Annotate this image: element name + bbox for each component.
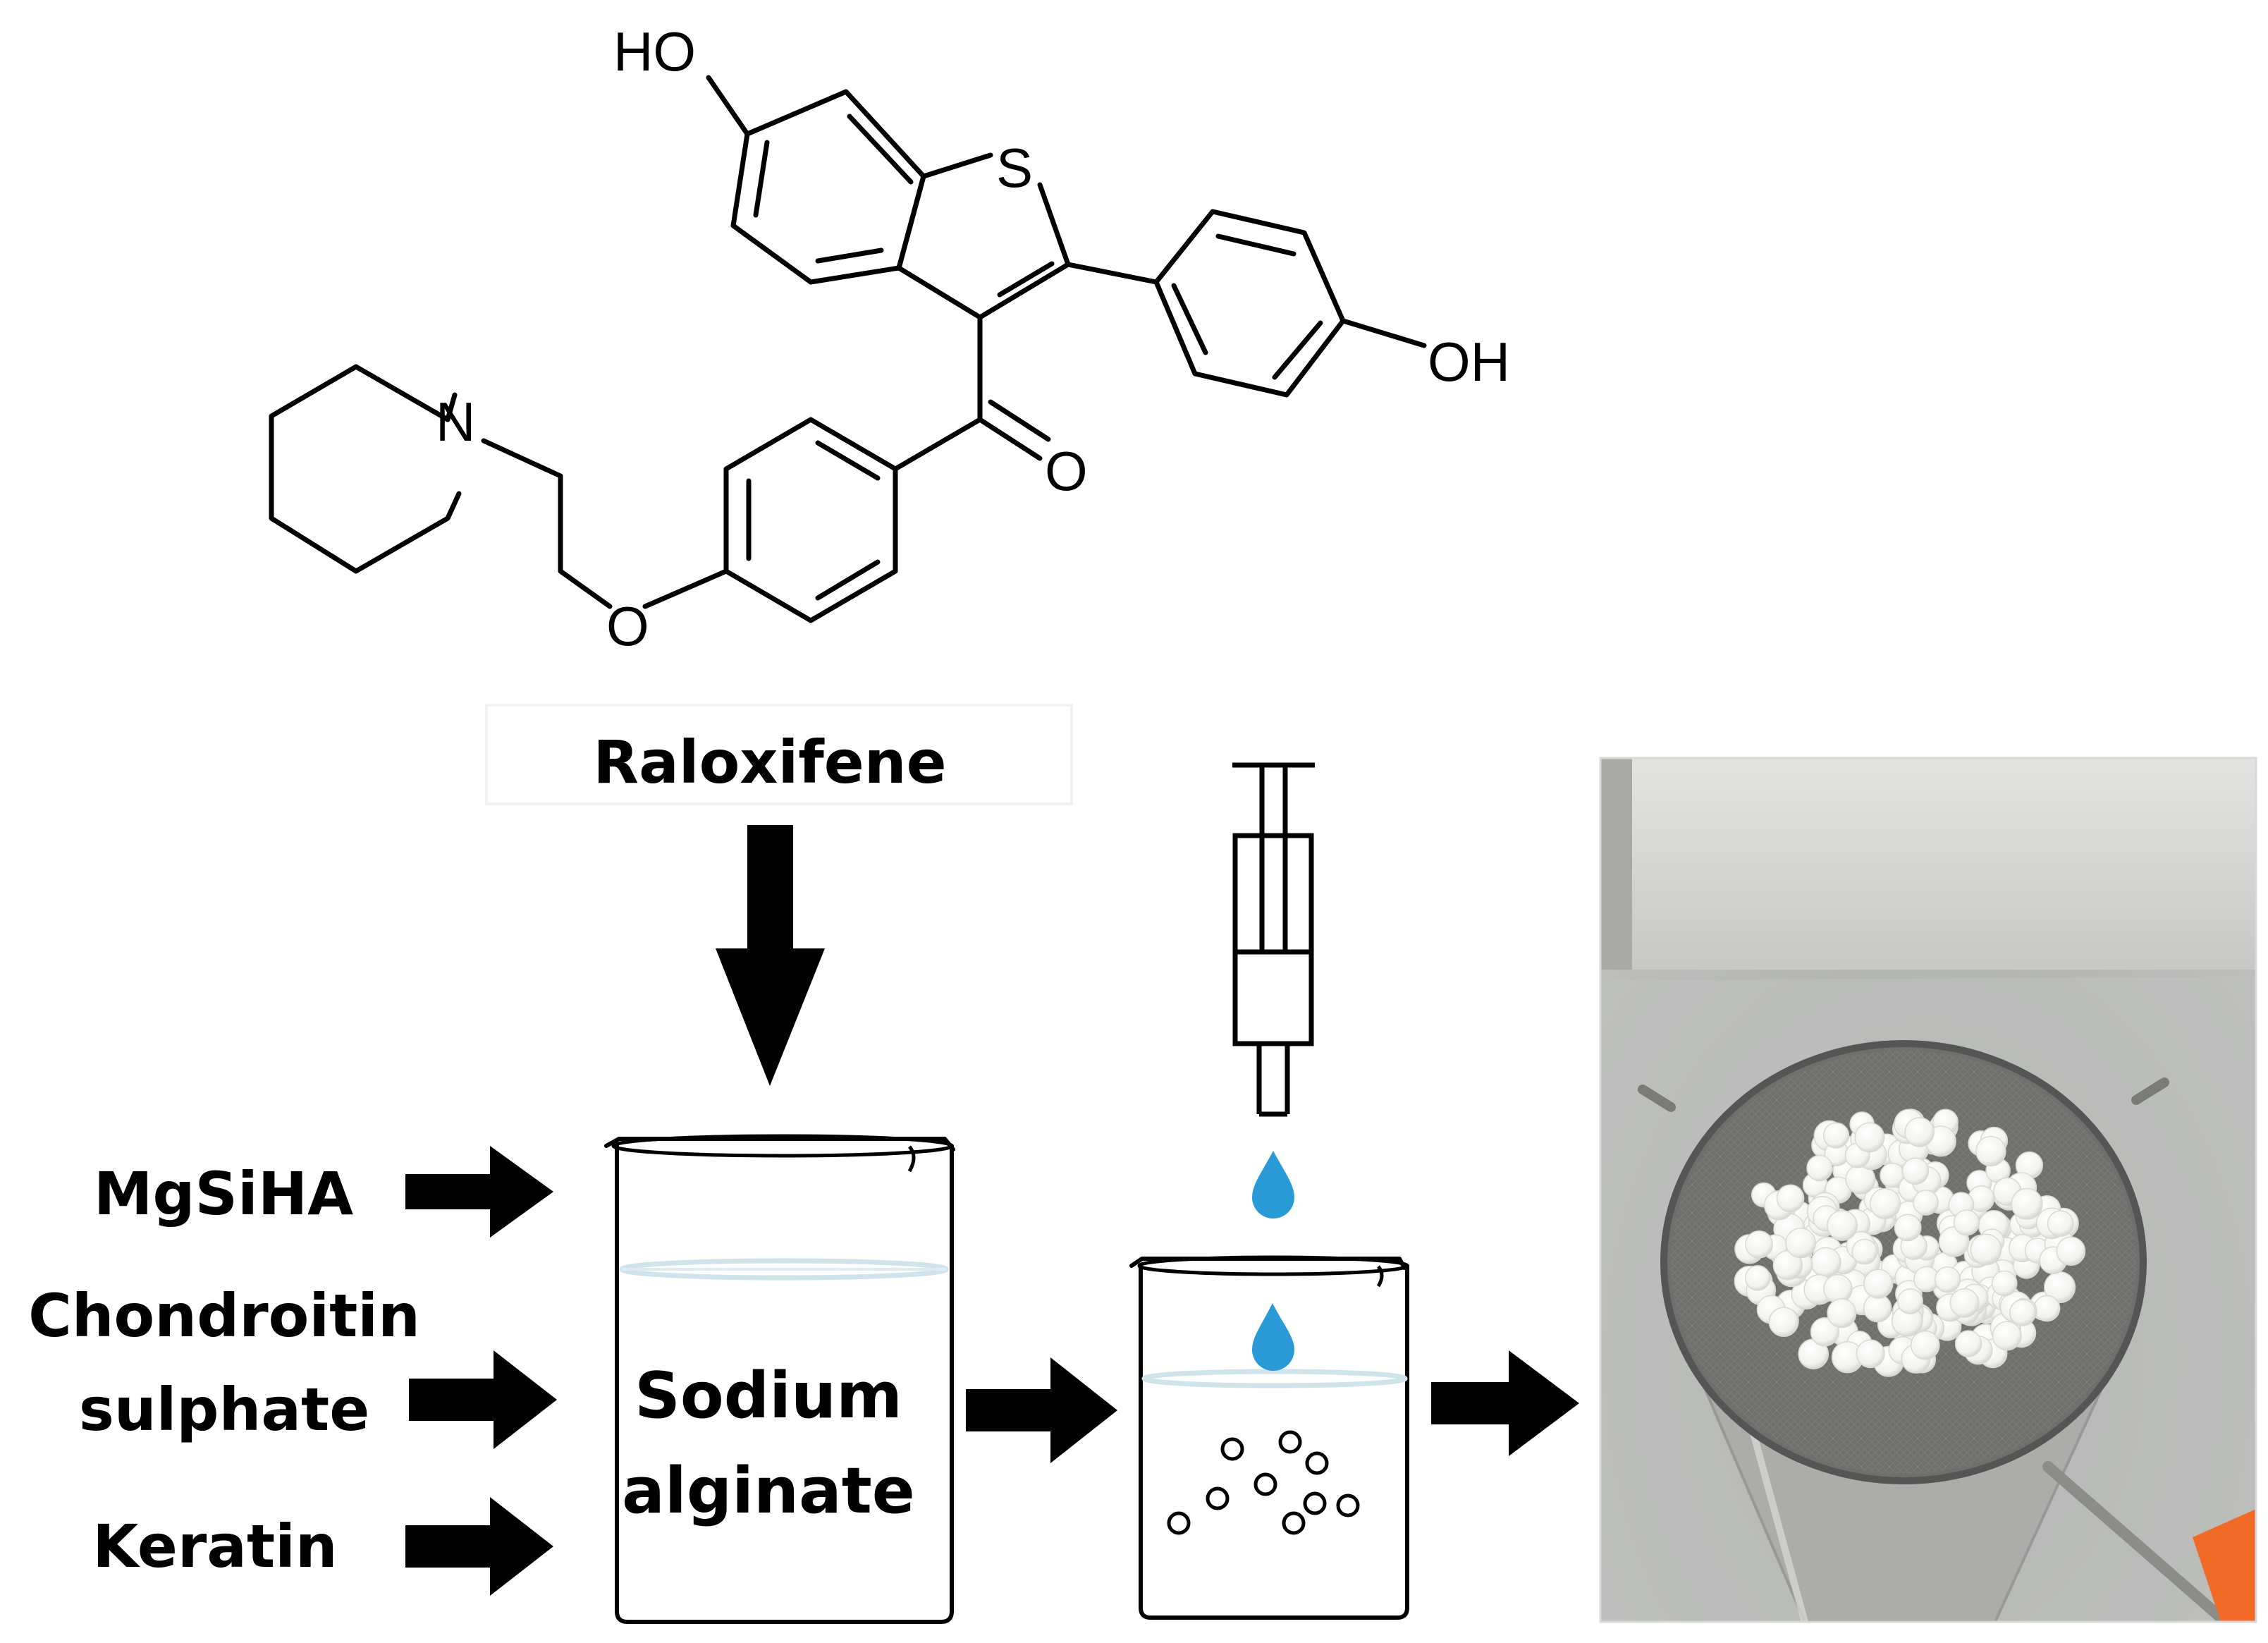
label-frame (485, 704, 1073, 805)
microsphere-bead (1863, 1269, 1894, 1299)
microsphere-bead (1949, 1288, 1980, 1318)
photo-frame (1599, 757, 2257, 1623)
benzo-ring (730, 89, 926, 285)
microsphere-bead (1854, 1122, 1885, 1153)
sodium-alginate-beaker: Sodium alginate (604, 1134, 955, 1624)
product-photo (1600, 758, 2256, 1622)
microsphere-bead (1991, 1270, 2018, 1297)
chondroitin-label: Chondroitin (28, 1281, 420, 1350)
microsphere-bead (2009, 1299, 2037, 1326)
microsphere-bead (1822, 1122, 1850, 1149)
microsphere-bead (1823, 1274, 1853, 1304)
thiophene-ring (896, 152, 993, 320)
raloxifene-structure: HO S OH N O O (269, 20, 1510, 657)
orange-handle (2193, 1509, 2256, 1622)
atom-sulfur: S (996, 137, 1033, 199)
microsphere-bead (1856, 1339, 1885, 1369)
microsphere-bead (1744, 1265, 1771, 1291)
microsphere-bead (2033, 1295, 2061, 1322)
microsphere-bead (1953, 1209, 1980, 1236)
bead-circles (1167, 1430, 1360, 1535)
keratin-label: Keratin (92, 1512, 337, 1581)
microsphere-bead (1970, 1233, 2002, 1266)
syringe-icon (1232, 762, 1315, 1117)
microsphere-bead (1894, 1214, 1922, 1242)
gelation-beaker (1129, 1255, 1409, 1620)
beaker-label-alginate: alginate (622, 1454, 915, 1528)
microsphere-bead (1897, 1288, 1923, 1314)
microsphere-bead (1904, 1117, 1935, 1147)
microsphere-bead (1785, 1227, 1816, 1259)
arrow-keratin (405, 1497, 553, 1596)
microsphere-bead (1827, 1209, 1858, 1241)
microsphere-bead (1901, 1157, 1930, 1185)
ethylene-linker (481, 438, 613, 609)
arrow-mgsiha (405, 1146, 553, 1238)
arrow-down-raloxifene (716, 825, 825, 1086)
mgsiha-label: MgSiHA (94, 1159, 353, 1228)
atom-oh-right: OH (1428, 331, 1510, 393)
microsphere-bead (1954, 1330, 1982, 1357)
microsphere-bead (1934, 1266, 1961, 1293)
arrow-to-product (1431, 1350, 1579, 1456)
microsphere-bead (1745, 1230, 1773, 1259)
microsphere-bead (1869, 1187, 1901, 1219)
microsphere-bead (1768, 1307, 1799, 1338)
drop-icon (1252, 1303, 1294, 1371)
microsphere-bead (1827, 1298, 1857, 1329)
microsphere-pile (1734, 1108, 2086, 1377)
raloxifene-label: Raloxifene (593, 728, 946, 797)
atom-oxygen-ether: O (606, 595, 649, 657)
beaker-label-sodium: Sodium (635, 1359, 902, 1433)
microsphere-bead (2011, 1187, 2043, 1220)
microsphere-bead (1810, 1247, 1841, 1278)
microsphere-bead (1992, 1321, 2022, 1351)
microsphere-bead (1776, 1184, 1805, 1213)
microsphere-bead (2056, 1236, 2086, 1266)
microsphere-bead (1913, 1190, 1939, 1216)
microsphere-bead (1910, 1330, 1940, 1360)
arrow-chondroitin (409, 1350, 557, 1449)
microsphere-bead (1975, 1135, 2006, 1167)
arrow-to-gelation (966, 1357, 1117, 1463)
microsphere-bead (1810, 1317, 1840, 1347)
atom-nitrogen: N (436, 391, 475, 453)
phenyl-ring-lower (723, 417, 898, 623)
atom-ho-top: HO (613, 20, 696, 83)
piperidine-ring (269, 364, 462, 574)
sulphate-label: sulphate (79, 1375, 369, 1444)
drop-icon (1252, 1151, 1294, 1218)
microsphere-bead (1806, 1154, 1833, 1182)
atom-oxygen-carbonyl: O (1045, 440, 1088, 502)
arrows (405, 825, 1579, 1596)
microsphere-bead (2047, 1210, 2074, 1238)
microsphere-bead (1851, 1238, 1878, 1265)
